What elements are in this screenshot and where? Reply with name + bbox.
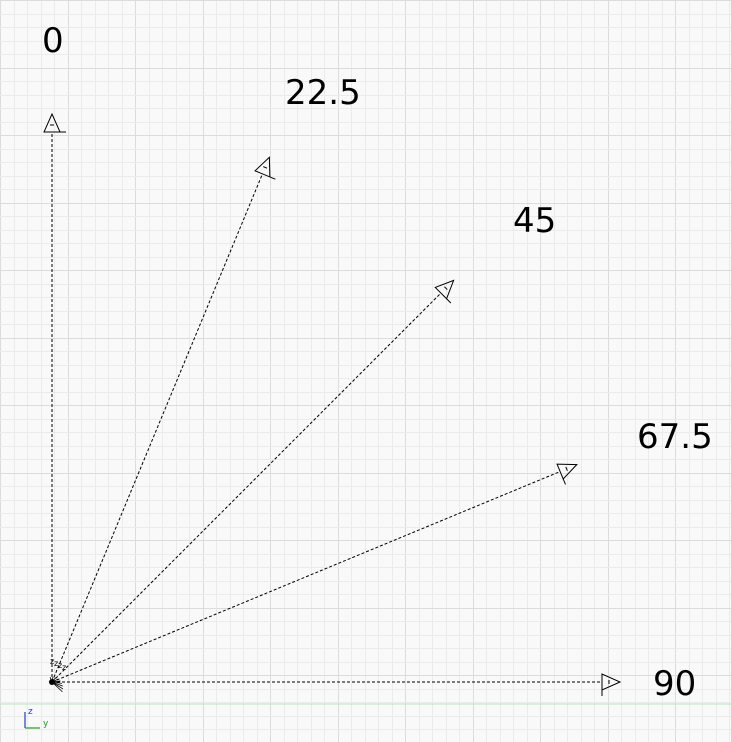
origin-z-glyph: z [58,661,62,670]
cone-arrowhead-icon [254,156,271,178]
direction-arrow-22-5[interactable]: 22.5 [51,73,361,683]
arrowhead-mark [444,286,448,290]
cone-arrowhead-icon [43,112,61,133]
angle-label: 22.5 [285,73,361,113]
axis-triad-icon: z y [24,707,49,729]
arrowhead-edge [562,478,566,485]
cone-arrowhead-icon [434,279,455,300]
direction-arrow-90[interactable]: 90 [52,664,696,704]
arrowhead-mark [565,466,568,471]
arrow-shaft [51,173,263,683]
arrowhead-edge [269,176,276,180]
angle-label: 67.5 [637,417,713,457]
origin-z-glyph: z [54,659,58,668]
arrow-shaft [51,292,442,683]
axis-horizontal-label: y [43,719,49,729]
arrowhead-edge [446,298,452,304]
origin-z-glyph: z [62,663,66,672]
axis-vertical-label: z [28,707,33,717]
angle-label: 45 [513,201,556,241]
origin-z-glyph: z [50,657,54,666]
direction-arrow-0[interactable]: 0 [42,21,66,682]
arrowhead-mark [263,166,268,169]
arrow-shaft [51,471,561,683]
arrows-layer: 0 22.5 45 67.5 90 [42,21,713,704]
origin-point [49,679,55,685]
cone-arrowhead-icon [601,673,622,691]
angle-label: 0 [42,21,64,61]
direction-arrow-67-5[interactable]: 67.5 [51,417,713,683]
angle-label: 90 [653,664,696,704]
cone-arrowhead-icon [556,463,578,480]
direction-arrow-45[interactable]: 45 [51,201,556,683]
